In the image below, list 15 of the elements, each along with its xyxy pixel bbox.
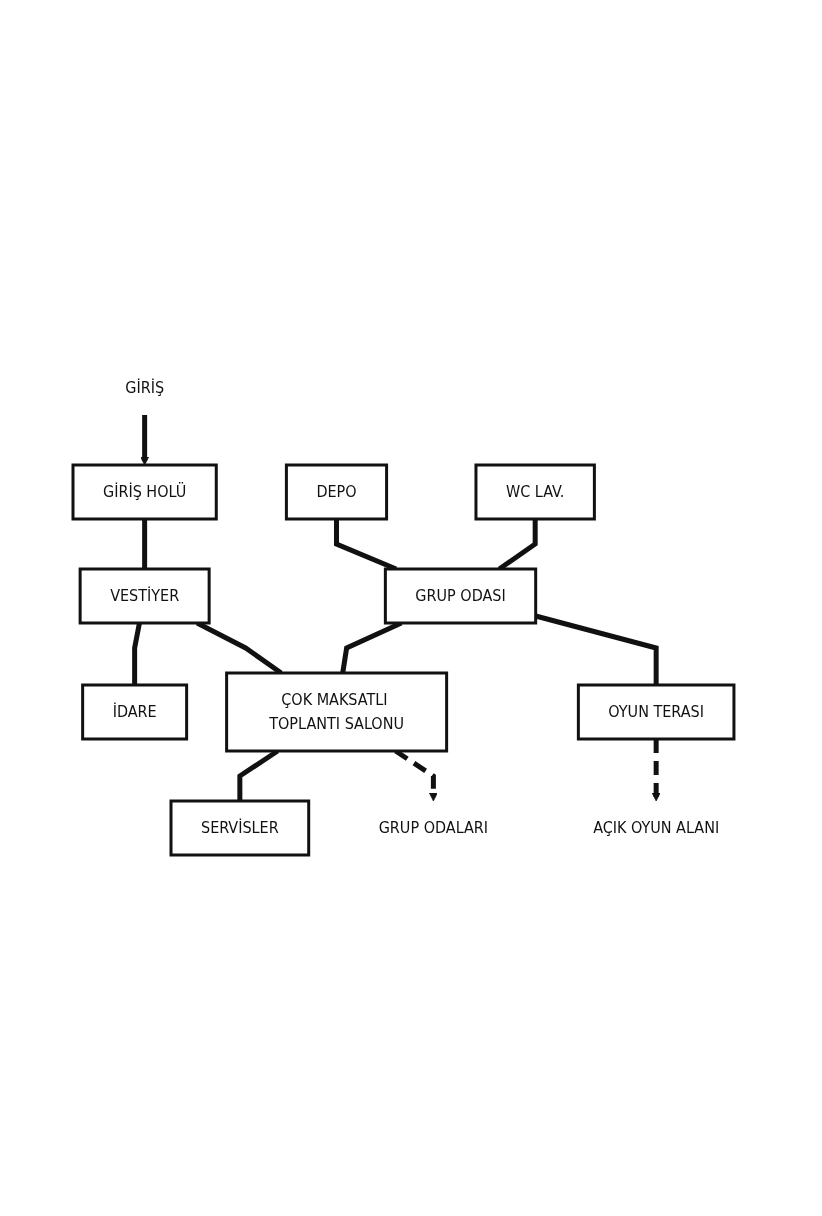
node-box: SERVİSLER [169,799,311,857]
node-box: GRUP ODASI [383,567,538,625]
arrow [651,739,661,802]
node-box: VESTİYER [78,567,211,625]
node-text: AÇIK OYUN ALANI [593,818,720,837]
node-text: GRUP ODALARI [378,818,488,837]
node-box: WC LAV. [474,463,596,521]
connector [142,519,148,569]
node-box: ÇOK MAKSATLI TOPLANTI SALONU [225,671,449,753]
node-text: GİRİŞ [125,378,164,397]
node-box: GİRİŞ HOLÜ [71,463,218,521]
node-box: OYUN TERASI [576,683,736,741]
node-box: DEPO [284,463,388,521]
node-box: İDARE [81,683,189,741]
arrow [140,415,149,466]
